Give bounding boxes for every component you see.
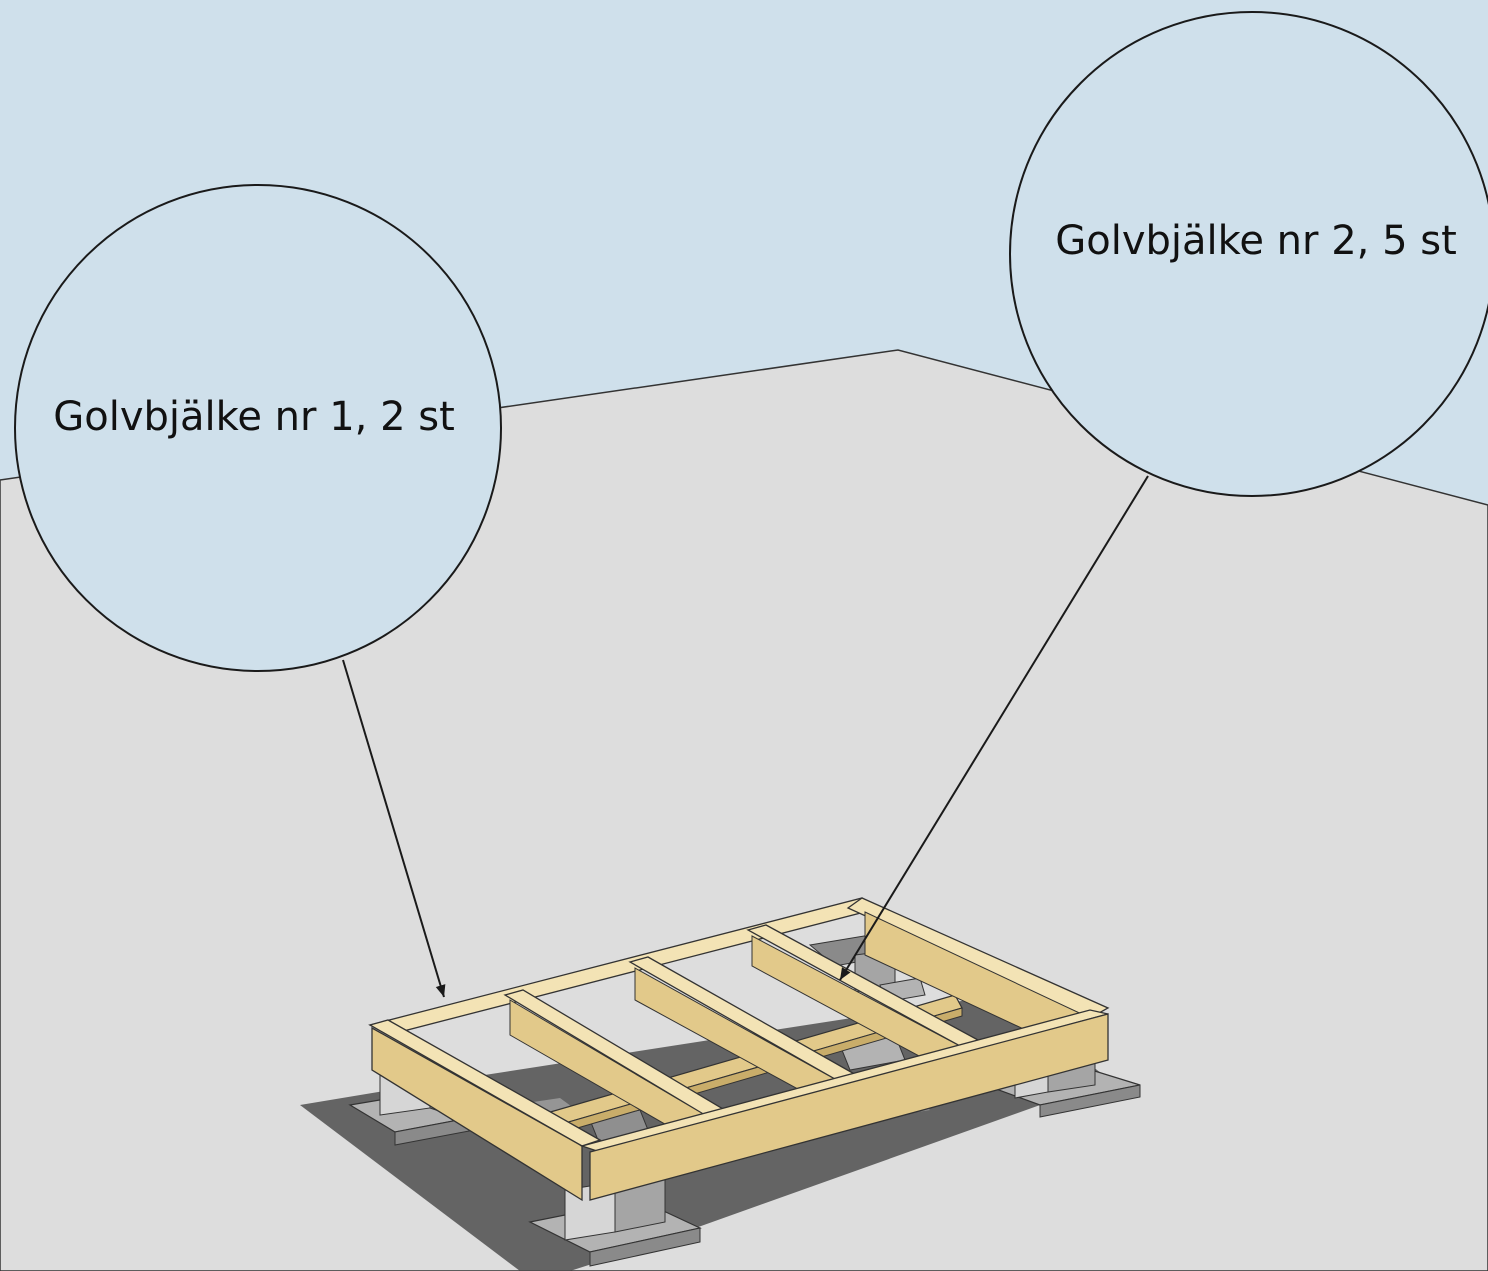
callout-leader-2: [839, 475, 1149, 981]
callout-label-2: Golvbjälke nr 2, 5 st: [1055, 218, 1457, 264]
callout-joist-2: Golvbjälke nr 2, 5 st: [839, 11, 1488, 981]
timber-frame: [368, 897, 1110, 1202]
callout-bubble-1: [14, 184, 502, 672]
callout-leader-1: [342, 659, 446, 998]
callout-bubble-2: [1009, 11, 1488, 497]
callout-joist-1: Golvbjälke nr 1, 2 st: [14, 184, 502, 998]
callout-label-1: Golvbjälke nr 1, 2 st: [53, 394, 455, 440]
